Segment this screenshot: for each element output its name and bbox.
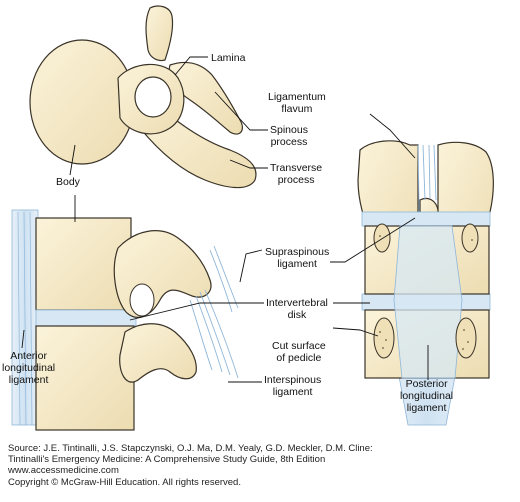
source-line-title: Tintinalli's Emergency Medicine: A Compr… — [8, 454, 326, 466]
articular-process-shape — [145, 5, 174, 62]
label-supraspinous-line2: ligament — [277, 258, 317, 270]
cut-pedicle-right-upper — [461, 223, 479, 253]
label-body-text: Body — [56, 176, 80, 188]
label-ligamentum-line2: flavum — [281, 103, 313, 115]
label-posterior-line2: longitudinal — [400, 390, 454, 402]
leader-body — [69, 144, 76, 176]
label-posterior-line1: Posterior — [405, 378, 448, 390]
leader-lamina — [174, 56, 208, 76]
label-transverse-line2: process — [277, 174, 315, 186]
source-line-authors: Source: J.E. Tintinalli, J.S. Stapczynsk… — [8, 443, 373, 454]
leader-spinous — [214, 91, 268, 131]
leader-lines — [21, 56, 429, 383]
spine-anatomy-illustration — [11, 5, 494, 431]
label-ligamentum-flavum: Ligamentum flavum — [268, 91, 326, 115]
label-lamina: Lamina — [211, 52, 245, 64]
label-body: Body — [56, 176, 80, 188]
source-line-website: www.accessmedicine.com — [8, 465, 119, 477]
intervertebral-foramen — [129, 283, 155, 317]
label-intervertebral-line2: disk — [287, 309, 307, 321]
label-supraspinous-line1: Supraspinous — [265, 246, 330, 258]
label-anterior-longitudinal-ligament: Anterior longitudinal ligament — [2, 350, 55, 386]
intervertebral-disk-lateral — [35, 309, 137, 327]
label-anterior-line2: longitudinal — [2, 362, 56, 374]
leader-ligamentum-flavum — [369, 113, 416, 159]
leader-intervertebral-lateral — [129, 302, 264, 321]
leader-cut-pedicle — [332, 327, 379, 337]
posterior-elements-lower — [119, 323, 197, 383]
label-ligamentum-line1: Ligamentum — [268, 91, 326, 103]
label-cut-surface-line1: Cut surface — [272, 340, 326, 352]
anterior-ligament-fibers — [17, 211, 33, 426]
pedicle-dots — [379, 235, 473, 350]
vertebra-posterior-view — [357, 140, 494, 426]
leader-transverse — [229, 159, 268, 169]
label-posterior-longitudinal-ligament: Posterior longitudinal ligament — [400, 378, 453, 414]
leader-supraspinous-right — [330, 217, 416, 263]
label-anterior-line1: Anterior — [10, 350, 47, 362]
posterior-elements-upper — [113, 230, 212, 318]
label-interspinous-line2: ligament — [272, 386, 313, 398]
vertebra-superior-view — [29, 5, 257, 189]
label-cut-surface-line2: of pedicle — [276, 352, 322, 364]
cut-pedicle-right-lower — [455, 317, 477, 359]
label-cut-surface-pedicle: Cut surface of pedicle — [272, 340, 326, 364]
label-spinous-line2: process — [270, 136, 308, 148]
label-transverse-line1: Transverse — [270, 162, 323, 174]
cut-pedicle-left-lower — [373, 317, 395, 359]
leader-anterior-ligament — [21, 329, 25, 349]
source-citation: Source: J.E. Tintinalli, J.S. Stapczynsk… — [8, 443, 513, 488]
label-transverse-process: Transverse process — [270, 162, 322, 186]
label-posterior-line3: ligament — [406, 402, 447, 414]
vertebral-body-lower — [35, 325, 135, 431]
label-spinous-process: Spinous process — [270, 124, 308, 148]
label-interspinous-ligament: Interspinous ligament — [264, 374, 321, 398]
label-intervertebral-disk: Intervertebral disk — [266, 297, 328, 321]
label-intervertebral-line1: Intervertebral — [266, 297, 328, 309]
label-lamina-text: Lamina — [211, 52, 246, 64]
label-supraspinous-ligament: Supraspinous ligament — [265, 246, 329, 270]
source-line-copyright: Copyright © McGraw-Hill Education. All r… — [8, 476, 241, 488]
label-anterior-line3: ligament — [8, 374, 49, 386]
vertebra-lateral-view — [11, 209, 239, 431]
leader-supraspinous — [239, 249, 263, 283]
vertebral-foramen — [134, 76, 172, 118]
vertebral-body-shape — [29, 39, 135, 165]
label-interspinous-line1: Interspinous — [264, 374, 322, 386]
label-spinous-line1: Spinous — [270, 124, 308, 136]
posterior-ligament-overlay — [393, 225, 463, 379]
spinous-process-shape — [168, 61, 243, 135]
cut-pedicle-left-upper — [373, 223, 391, 253]
interspinous-ligament-fibers — [189, 245, 239, 379]
